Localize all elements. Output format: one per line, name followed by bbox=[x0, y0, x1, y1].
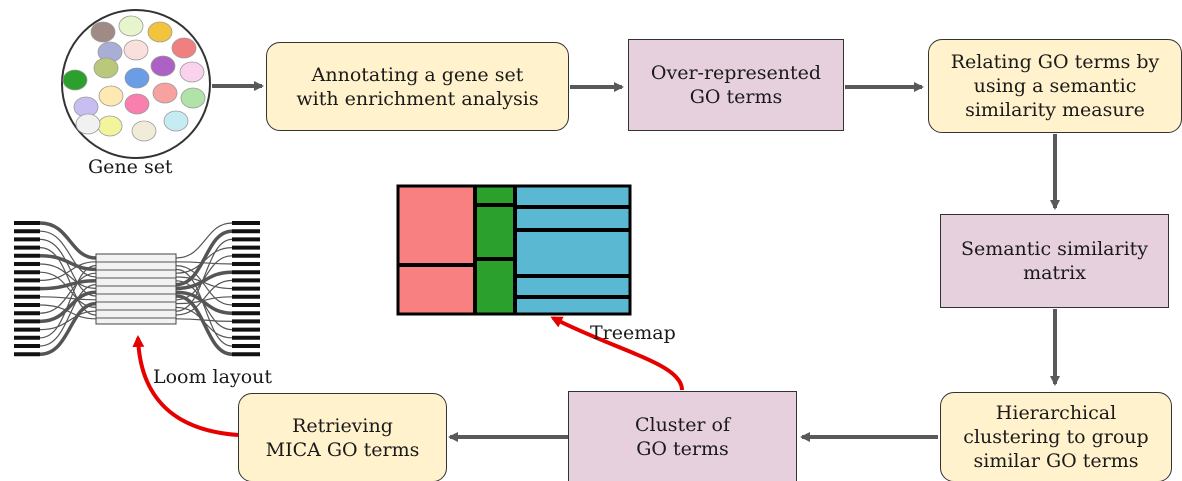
relating-go-terms-box: Relating GO terms by using a semantic si… bbox=[928, 39, 1182, 133]
loom-curve-left bbox=[39, 310, 97, 331]
gene-dot bbox=[147, 21, 173, 43]
gene-dot bbox=[131, 120, 157, 142]
loom-curve-right bbox=[175, 247, 233, 274]
annotate-gene-set-box: Annotating a gene set with enrichment an… bbox=[266, 42, 569, 131]
gene-dot bbox=[124, 67, 150, 89]
loom-curve-right bbox=[175, 268, 233, 347]
treemap-green-block bbox=[475, 186, 515, 314]
gene-dot bbox=[150, 55, 176, 77]
loom-curve-left bbox=[39, 265, 97, 339]
semantic-similarity-matrix-box: Semantic similarity matrix bbox=[940, 214, 1169, 308]
gene-dot bbox=[123, 39, 149, 61]
relating-go-terms-text: Relating GO terms by using a semantic si… bbox=[950, 51, 1160, 121]
over-represented-go-terms-text: Over-represented GO terms bbox=[650, 62, 822, 108]
loom-curve-right bbox=[175, 290, 233, 315]
hierarchical-clustering-box: Hierarchical clustering to group similar… bbox=[940, 392, 1172, 481]
cluster-of-go-terms-box: Cluster of GO terms bbox=[568, 391, 797, 481]
gene-dot bbox=[179, 61, 205, 83]
loom-curve-left bbox=[39, 304, 97, 320]
gene-dot bbox=[118, 15, 144, 37]
gene-dot bbox=[75, 113, 101, 135]
treemap-label: Treemap bbox=[590, 322, 676, 344]
gene-set-circle-icon bbox=[61, 9, 211, 159]
gene-dot bbox=[180, 87, 206, 109]
red-arrows bbox=[132, 316, 684, 437]
loom-curve-left bbox=[39, 284, 97, 347]
loom-curve-right bbox=[175, 296, 233, 305]
treemap-red-block bbox=[398, 186, 475, 314]
hierarchical-clustering-text: Hierarchical clustering to group similar… bbox=[963, 402, 1149, 472]
gene-set-label: Gene set bbox=[88, 156, 173, 178]
gene-dot bbox=[124, 93, 150, 115]
loom-curve-left bbox=[39, 247, 97, 316]
gene-dot bbox=[62, 69, 88, 91]
loom-curve-right bbox=[175, 318, 233, 322]
loom-curve-right bbox=[175, 261, 233, 265]
loom-curve-right bbox=[175, 276, 233, 290]
loom-curve-left bbox=[39, 272, 97, 314]
gene-dot bbox=[93, 57, 119, 79]
gene-dot bbox=[98, 85, 124, 107]
semantic-similarity-matrix-text: Semantic similarity matrix bbox=[960, 238, 1149, 284]
loom-curve-right bbox=[175, 265, 233, 306]
cluster-of-go-terms-text: Cluster of GO terms bbox=[634, 414, 731, 460]
treemap-icon bbox=[396, 184, 632, 316]
loom-curve-left bbox=[39, 254, 97, 272]
loom-curve-left bbox=[39, 263, 97, 289]
loom-curve-left bbox=[39, 301, 97, 356]
retrieving-mica-box: Retrieving MICA GO terms bbox=[238, 393, 447, 481]
over-represented-go-terms-box: Over-represented GO terms bbox=[628, 39, 844, 131]
gene-dot bbox=[163, 110, 189, 132]
gene-dot bbox=[171, 37, 197, 59]
loom-curve-left bbox=[39, 290, 97, 324]
arrow-mica-to-loom bbox=[132, 335, 239, 437]
loom-curve-right bbox=[175, 280, 233, 331]
loom-curve-left bbox=[39, 221, 97, 260]
loom-curve-right bbox=[175, 222, 233, 259]
loom-curve-left bbox=[39, 279, 97, 291]
loom-layout-label: Loom layout bbox=[153, 366, 273, 388]
arrow-cluster-to-treemap bbox=[550, 316, 684, 391]
loom-curve-right bbox=[175, 270, 233, 291]
flow-arrows bbox=[212, 81, 1060, 442]
loom-layout-icon bbox=[14, 221, 260, 357]
annotate-gene-set-text: Annotating a gene set with enrichment an… bbox=[296, 63, 539, 110]
gene-dot bbox=[97, 115, 123, 137]
loom-curve-left bbox=[39, 261, 97, 281]
loom-curve-right bbox=[175, 294, 233, 356]
loom-curve-right bbox=[175, 279, 233, 316]
loom-curve-left bbox=[39, 296, 97, 301]
loom-curve-left bbox=[39, 230, 97, 278]
retrieving-mica-text: Retrieving MICA GO terms bbox=[265, 414, 420, 461]
gene-dot bbox=[90, 21, 116, 43]
gene-dot bbox=[152, 82, 178, 104]
